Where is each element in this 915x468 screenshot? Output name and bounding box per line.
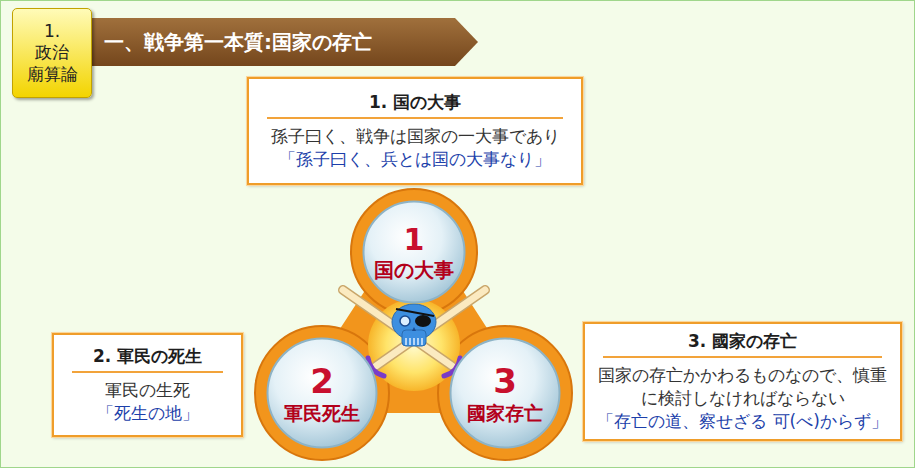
info-box: 1. 国の大事孫子曰く、戦争は国家の一大事であり「孫子曰く、兵とは国の大事なり」 (247, 77, 583, 185)
box-heading: 2. 軍民の死生 (72, 345, 223, 373)
box-quote: 「死生の地」 (64, 402, 231, 425)
box-body: 国家の存亡かかわるものなので、慎重に検討しなければならない (595, 364, 890, 410)
numbered-circle: 2軍民死生 (266, 337, 378, 449)
trefoil-backdrop (255, 189, 572, 460)
title-banner (92, 18, 478, 66)
box-heading: 3. 國家の存亡 (603, 330, 882, 358)
section-tab: 1. 政治 廟算論 (12, 8, 92, 98)
circle-label: 軍民死生 (284, 402, 360, 425)
callout-number: 3 (493, 361, 517, 402)
circle-label: 国の大事 (374, 258, 454, 282)
eyepatch-strap (396, 309, 434, 316)
callout-number: 2 (310, 361, 334, 402)
box-body: 孫子曰く、戦争は国家の一大事であり (259, 125, 571, 148)
box-body: 軍民の生死 (64, 379, 231, 402)
info-box: 3. 國家の存亡国家の存亡かかわるものなので、慎重に検討しなければならない「存亡… (583, 322, 902, 441)
info-box: 2. 軍民の死生軍民の生死「死生の地」 (52, 333, 243, 437)
skull-eye (400, 316, 410, 326)
numbered-circle: 1国の大事 (362, 200, 466, 304)
tab-label: 1. 政治 廟算論 (20, 21, 84, 85)
callout-number: 1 (404, 222, 425, 258)
skull-nose (412, 327, 416, 331)
skull-jaw (402, 330, 426, 346)
glossy-circle (364, 202, 465, 303)
circle-label: 國家存亡 (467, 402, 543, 425)
box-quote: 「存亡の道、察せざる 可(べ)からず」 (595, 410, 890, 433)
box-heading: 1. 国の大事 (267, 91, 563, 119)
glossy-circle (268, 339, 377, 448)
eyepatch (415, 315, 431, 327)
numbered-circle: 3國家存亡 (449, 337, 561, 449)
trefoil-lobe (351, 189, 477, 315)
box-quote: 「孫子曰く、兵とは国の大事なり」 (259, 148, 571, 171)
glossy-circle (451, 339, 560, 448)
skull-icon (392, 304, 436, 346)
skull-teeth (406, 338, 422, 345)
diagram-title: 一、戦争第一本質:国家の存亡 (104, 29, 372, 55)
